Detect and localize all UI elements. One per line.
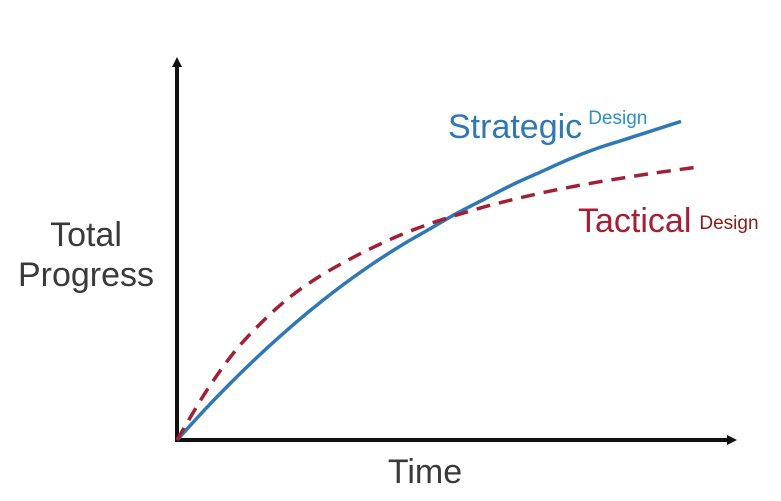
tactical-label-suffix: Design (699, 213, 759, 234)
series-line-strategic (175, 119, 682, 442)
series-line-tactical (175, 165, 699, 441)
y-axis-label: Total Progress (6, 215, 166, 295)
x-axis-label: Time (387, 453, 463, 491)
tactical-label-main: Tactical (578, 202, 692, 240)
y-axis-label-line-1: Total (50, 216, 122, 254)
strategic-label-suffix: Design (588, 108, 648, 129)
tactical-series-label: Tactical Design (578, 202, 759, 241)
strategic-label-main: Strategic (448, 108, 583, 146)
y-axis-label-line-2: Progress (17, 256, 155, 294)
